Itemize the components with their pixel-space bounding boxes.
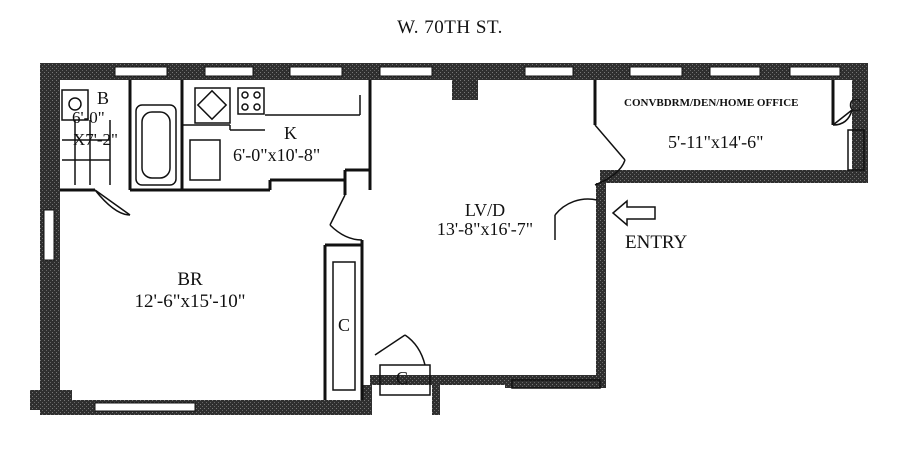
- bath-depth: X7'-2": [73, 130, 118, 149]
- street-label: W. 70TH ST.: [397, 17, 503, 38]
- entry-arrow-icon: [611, 199, 656, 227]
- doors: [94, 109, 853, 366]
- closets-outline: [332, 129, 865, 396]
- office-name: CONVBDRM/DEN/HOME OFFICE: [624, 97, 799, 109]
- bedroom-name: BR: [177, 269, 203, 290]
- living-dining-dims: 13'-8"x16'-7": [436, 219, 534, 239]
- interior-walls: [60, 80, 835, 400]
- bedroom-dims: 12'-6"x15'-10": [134, 291, 246, 312]
- kitchen-fixtures: [182, 87, 361, 181]
- office-closet-label: C: [849, 95, 862, 115]
- living-dining-name: LV/D: [464, 200, 506, 220]
- office-dims: 5'-11"x14'-6": [668, 132, 764, 152]
- bath-name: B: [97, 88, 110, 108]
- kitchen-name: K: [284, 123, 297, 143]
- windows: [43, 66, 841, 412]
- kitchen-dims: 6'-0"x10'-8": [233, 145, 321, 165]
- bathroom-fixtures: [61, 89, 177, 186]
- bath-width: 6'-0": [72, 108, 105, 127]
- bedroom-closet-label: C: [338, 315, 351, 335]
- entry-label: ENTRY: [625, 232, 688, 253]
- entry-closet-label: C: [396, 368, 409, 388]
